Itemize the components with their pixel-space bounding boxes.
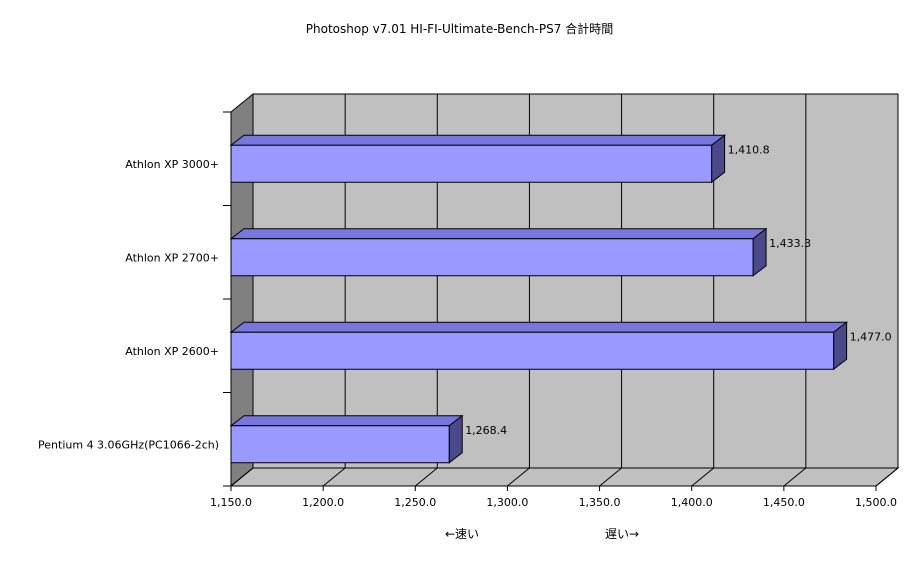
- floor-gridline: [414, 467, 438, 487]
- category-label: Athlon XP 3000+: [125, 158, 219, 171]
- floor-gridline: [783, 467, 807, 487]
- faster-annotation: ←速い: [445, 527, 480, 541]
- bar: 1,410.8: [229, 134, 770, 184]
- bar-top-face: [229, 134, 727, 146]
- bar-top-face: [229, 321, 849, 333]
- x-tick-label: 1,250.0: [394, 496, 436, 509]
- data-label: 1,410.8: [728, 143, 770, 156]
- floor: [229, 467, 900, 487]
- category-label: Athlon XP 2600+: [125, 345, 219, 358]
- bar-front-face: [230, 144, 713, 183]
- category-label: Athlon XP 2700+: [125, 251, 219, 264]
- x-tick-label: 1,300.0: [486, 496, 528, 509]
- bar-front-face: [230, 425, 450, 464]
- bar: 1,268.4: [229, 414, 507, 464]
- floor-gridline: [322, 467, 346, 487]
- floor-gridline: [599, 467, 622, 487]
- data-label: 1,268.4: [465, 424, 507, 437]
- floor-gridline: [875, 467, 899, 487]
- bar-front-face: [230, 331, 835, 370]
- bar: 1,477.0: [229, 321, 892, 371]
- category-label: Pentium 4 3.06GHz(PC1066-2ch): [38, 438, 219, 451]
- floor-gridline: [230, 467, 254, 487]
- bar-top-face: [229, 415, 464, 427]
- x-tick-label: 1,500.0: [855, 496, 897, 509]
- bar-front-face: [230, 238, 754, 277]
- bar: 1,433.3: [229, 227, 811, 277]
- x-tick-label: 1,200.0: [302, 496, 344, 509]
- floor-gridline: [691, 467, 715, 487]
- slower-annotation: 遅い→: [605, 527, 640, 541]
- x-tick-label: 1,400.0: [671, 496, 713, 509]
- bar-top-face: [229, 228, 768, 240]
- chart-title: Photoshop v7.01 HI-FI-Ultimate-Bench-PS7…: [305, 22, 614, 36]
- x-tick-label: 1,150.0: [210, 496, 252, 509]
- x-tick-label: 1,450.0: [763, 496, 805, 509]
- data-label: 1,433.3: [769, 237, 811, 250]
- data-label: 1,477.0: [850, 330, 892, 343]
- x-tick-label: 1,350.0: [579, 496, 621, 509]
- floor-gridline: [507, 467, 530, 487]
